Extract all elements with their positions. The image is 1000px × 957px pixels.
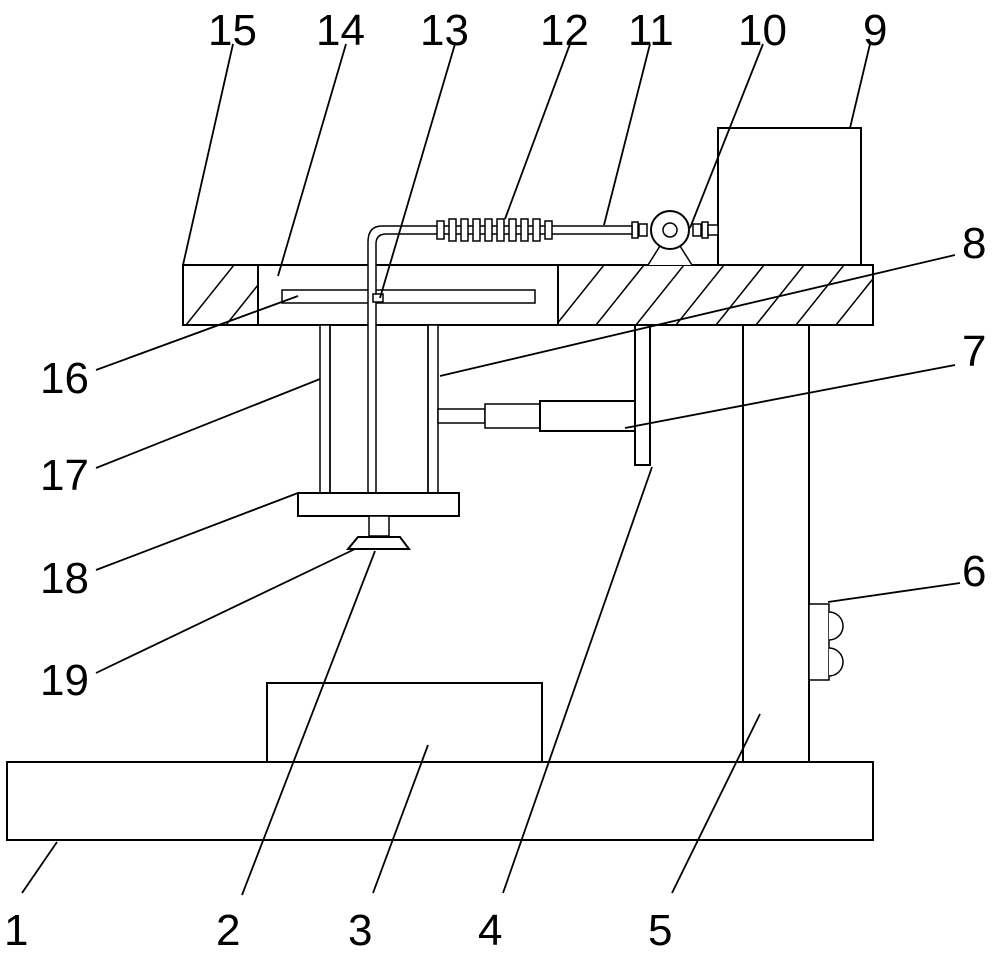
nozzle	[345, 515, 411, 550]
pipe-sensor	[372, 293, 384, 303]
lift-sleeve	[329, 325, 429, 493]
label-1: 1	[4, 906, 28, 955]
label-19: 19	[40, 656, 89, 705]
label-6: 6	[962, 547, 986, 596]
label-11: 11	[628, 6, 674, 55]
label-16: 16	[40, 354, 89, 403]
label-12: 12	[540, 6, 589, 55]
support-column	[742, 324, 810, 763]
label-14: 14	[316, 6, 365, 55]
base-plate	[6, 761, 874, 841]
bellows	[436, 218, 553, 242]
label-8: 8	[962, 219, 986, 268]
label-2: 2	[216, 906, 240, 955]
label-10: 10	[738, 6, 787, 55]
cylinder	[437, 400, 636, 432]
part-numbers: 1 2 3 4 5 6 7 8 9 10 11 12 13 14 15 16 1…	[4, 6, 986, 955]
cylinder-mount	[634, 324, 651, 466]
guide-rods	[319, 324, 439, 494]
leader-lines	[21, 43, 961, 896]
pump	[631, 210, 719, 266]
label-15: 15	[208, 6, 257, 55]
label-9: 9	[863, 6, 887, 55]
label-3: 3	[348, 906, 372, 955]
moving-plate	[297, 492, 460, 517]
internal-slot	[281, 289, 536, 304]
label-5: 5	[648, 906, 672, 955]
control-buttons	[808, 603, 844, 681]
label-13: 13	[420, 6, 469, 55]
label-7: 7	[962, 327, 986, 376]
workpiece-block	[266, 682, 543, 763]
label-18: 18	[40, 554, 89, 603]
label-4: 4	[478, 906, 502, 955]
motor-box	[717, 127, 862, 266]
label-17: 17	[40, 451, 89, 500]
